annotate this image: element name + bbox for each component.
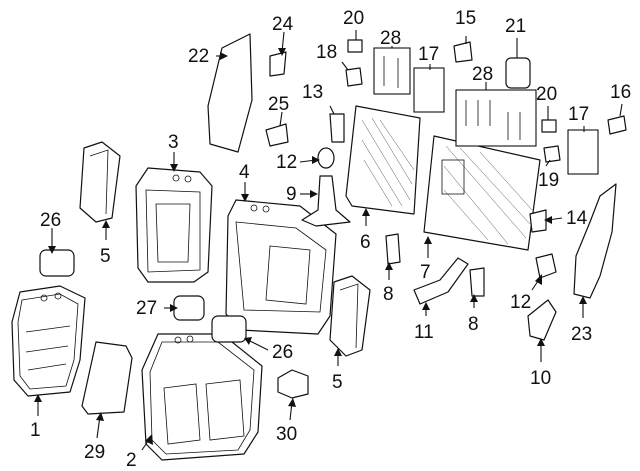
part-bolt-set-28a xyxy=(373,47,411,95)
callout-29: 29 xyxy=(84,442,105,463)
part-clip-19 xyxy=(543,145,561,163)
callout-11: 11 xyxy=(414,322,434,343)
callout-5b: 5 xyxy=(332,372,343,393)
part-bracket-8a xyxy=(385,233,401,265)
part-hinge-9 xyxy=(301,175,351,227)
callout-30: 30 xyxy=(276,424,297,445)
callout-3: 3 xyxy=(168,132,179,153)
part-latch-12b xyxy=(535,253,557,279)
part-clip-20b xyxy=(541,119,557,133)
callout-2: 2 xyxy=(126,450,137,471)
callout-22: 22 xyxy=(188,46,209,67)
callout-labels: 1 2 3 4 5 5 6 7 8 8 9 10 11 12 12 13 14 … xyxy=(30,8,631,471)
part-trim-panel-23 xyxy=(573,183,617,299)
callout-28b: 28 xyxy=(472,64,493,85)
part-bracket-25 xyxy=(265,123,289,147)
callout-19: 19 xyxy=(538,170,559,191)
callout-27: 27 xyxy=(136,298,157,319)
callout-5a: 5 xyxy=(100,246,111,267)
part-side-bolster-left xyxy=(79,141,121,223)
callout-13: 13 xyxy=(302,82,323,103)
callout-6: 6 xyxy=(360,232,371,253)
callout-4: 4 xyxy=(239,162,250,183)
callout-20b: 20 xyxy=(536,84,557,105)
part-clip-18 xyxy=(345,67,363,87)
part-headrest-26b xyxy=(211,315,247,343)
callout-25: 25 xyxy=(268,94,289,115)
callout-18: 18 xyxy=(316,42,337,63)
part-seat-back-frame-left xyxy=(345,105,421,215)
part-seat-cushion-left xyxy=(11,285,86,397)
part-side-bolster-right xyxy=(329,275,371,357)
part-latch-12a xyxy=(317,147,335,169)
leader-lines xyxy=(34,30,623,451)
callout-28a: 28 xyxy=(380,28,401,49)
part-cover-21 xyxy=(505,57,531,89)
callout-1: 1 xyxy=(30,420,41,441)
callout-23: 23 xyxy=(571,324,592,345)
part-bracket-14 xyxy=(529,209,547,233)
callout-26b: 26 xyxy=(272,342,293,363)
part-bracket-8b xyxy=(469,267,485,297)
part-clip-15 xyxy=(453,41,473,63)
callout-17a: 17 xyxy=(418,44,439,65)
callout-21: 21 xyxy=(505,16,526,37)
callout-26a: 26 xyxy=(40,210,61,231)
part-bolt-set-28b xyxy=(455,89,537,147)
part-clip-16 xyxy=(607,115,627,135)
callout-10: 10 xyxy=(530,368,551,389)
callout-17b: 17 xyxy=(568,104,589,125)
callout-20a: 20 xyxy=(343,8,364,29)
part-bracket-24 xyxy=(269,51,287,77)
part-clip-17a xyxy=(413,67,445,113)
callout-8a: 8 xyxy=(383,284,394,305)
part-seat-back-frame-right xyxy=(423,135,541,251)
part-armrest-panel-29 xyxy=(81,341,133,415)
callout-12b: 12 xyxy=(510,292,531,313)
part-latch-13 xyxy=(329,113,345,143)
part-clip-20a xyxy=(347,39,363,53)
part-headrest-27 xyxy=(173,295,205,321)
part-trim-panel-22 xyxy=(207,33,253,153)
callout-15: 15 xyxy=(455,8,476,29)
part-hinge-10 xyxy=(527,299,557,341)
part-hinge-11 xyxy=(413,257,469,305)
callout-14: 14 xyxy=(566,208,588,229)
part-clip-30 xyxy=(277,369,309,399)
callout-9: 9 xyxy=(286,184,297,205)
callout-12a: 12 xyxy=(276,152,297,173)
callout-24: 24 xyxy=(272,14,294,35)
callout-8b: 8 xyxy=(468,314,479,335)
part-seat-cushion-right xyxy=(141,333,263,461)
callout-7: 7 xyxy=(420,262,431,283)
part-clip-17b xyxy=(567,129,599,175)
part-seat-back-left xyxy=(135,167,213,283)
callout-16: 16 xyxy=(610,82,631,103)
part-headrest-26a xyxy=(39,249,75,277)
